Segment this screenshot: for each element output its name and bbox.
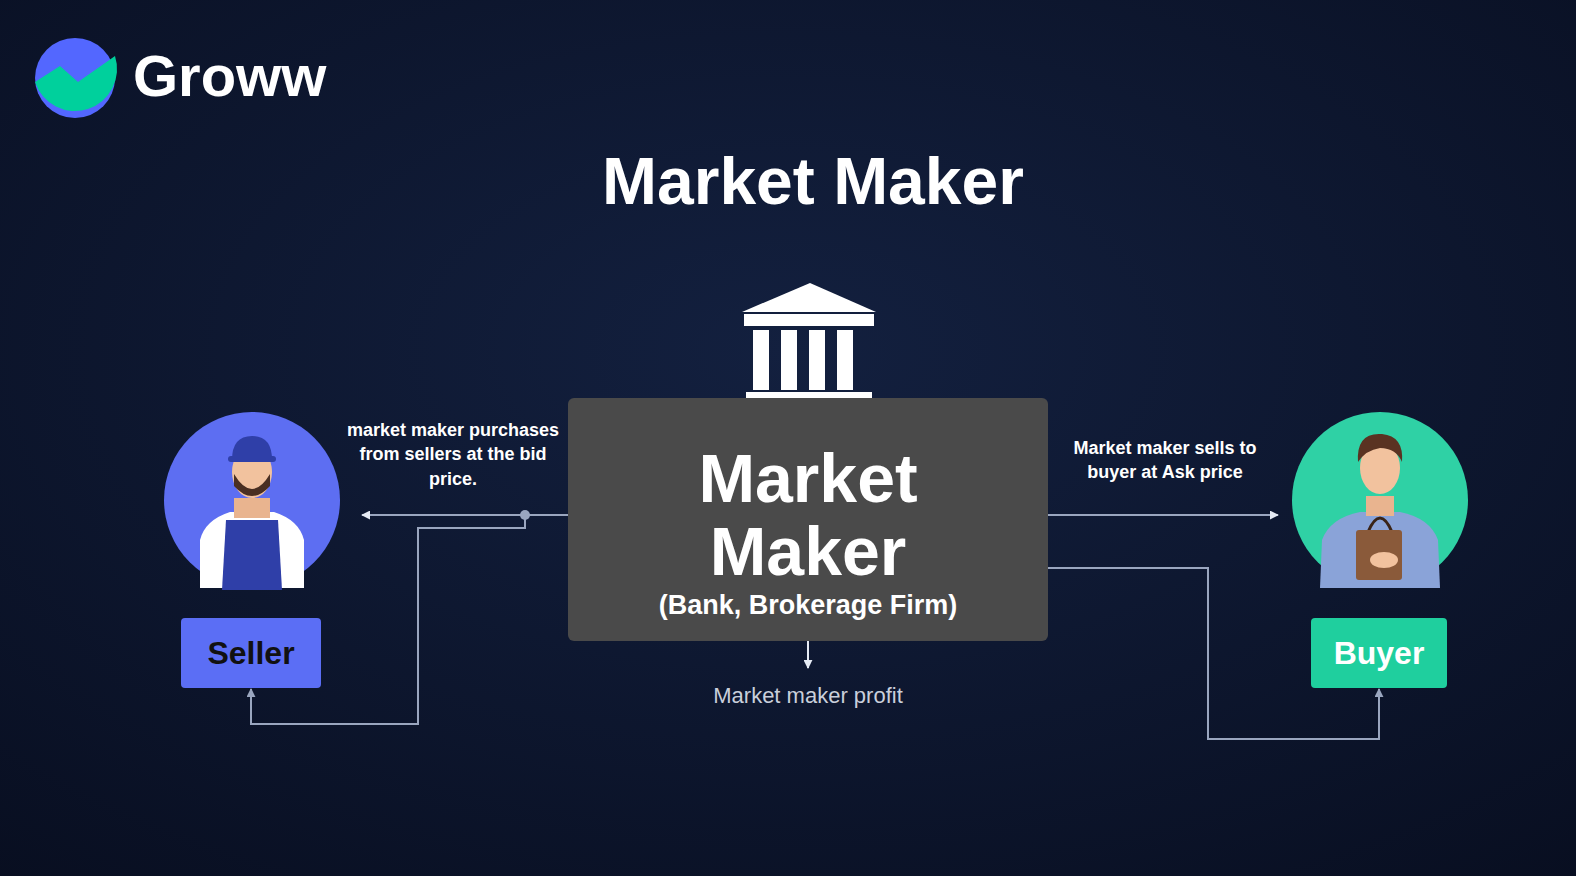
buyer-arrow xyxy=(1048,514,1278,516)
buyer-label: Buyer xyxy=(1334,635,1425,672)
ask-price-note: Market maker sells to buyer at Ask price xyxy=(1050,436,1280,485)
buyer-box: Buyer xyxy=(1311,618,1447,688)
bid-price-note: market maker purchases from sellers at t… xyxy=(343,418,563,491)
market-maker-subtitle: (Bank, Brokerage Firm) xyxy=(659,589,958,621)
market-maker-name: Market Maker xyxy=(648,442,968,589)
seller-label: Seller xyxy=(207,635,294,672)
brand-name: Groww xyxy=(133,44,433,108)
profit-label: Market maker profit xyxy=(658,684,958,708)
market-maker-box: Market Maker(Bank, Brokerage Firm) xyxy=(568,398,1048,641)
buyer-illustration xyxy=(1292,412,1468,588)
diagram-title: Market Maker xyxy=(0,143,1576,219)
seller-arrow xyxy=(362,514,525,516)
seller-box: Seller xyxy=(181,618,321,688)
seller-illustration xyxy=(164,412,340,590)
logo-icon xyxy=(35,38,117,118)
bank-icon xyxy=(735,283,885,415)
